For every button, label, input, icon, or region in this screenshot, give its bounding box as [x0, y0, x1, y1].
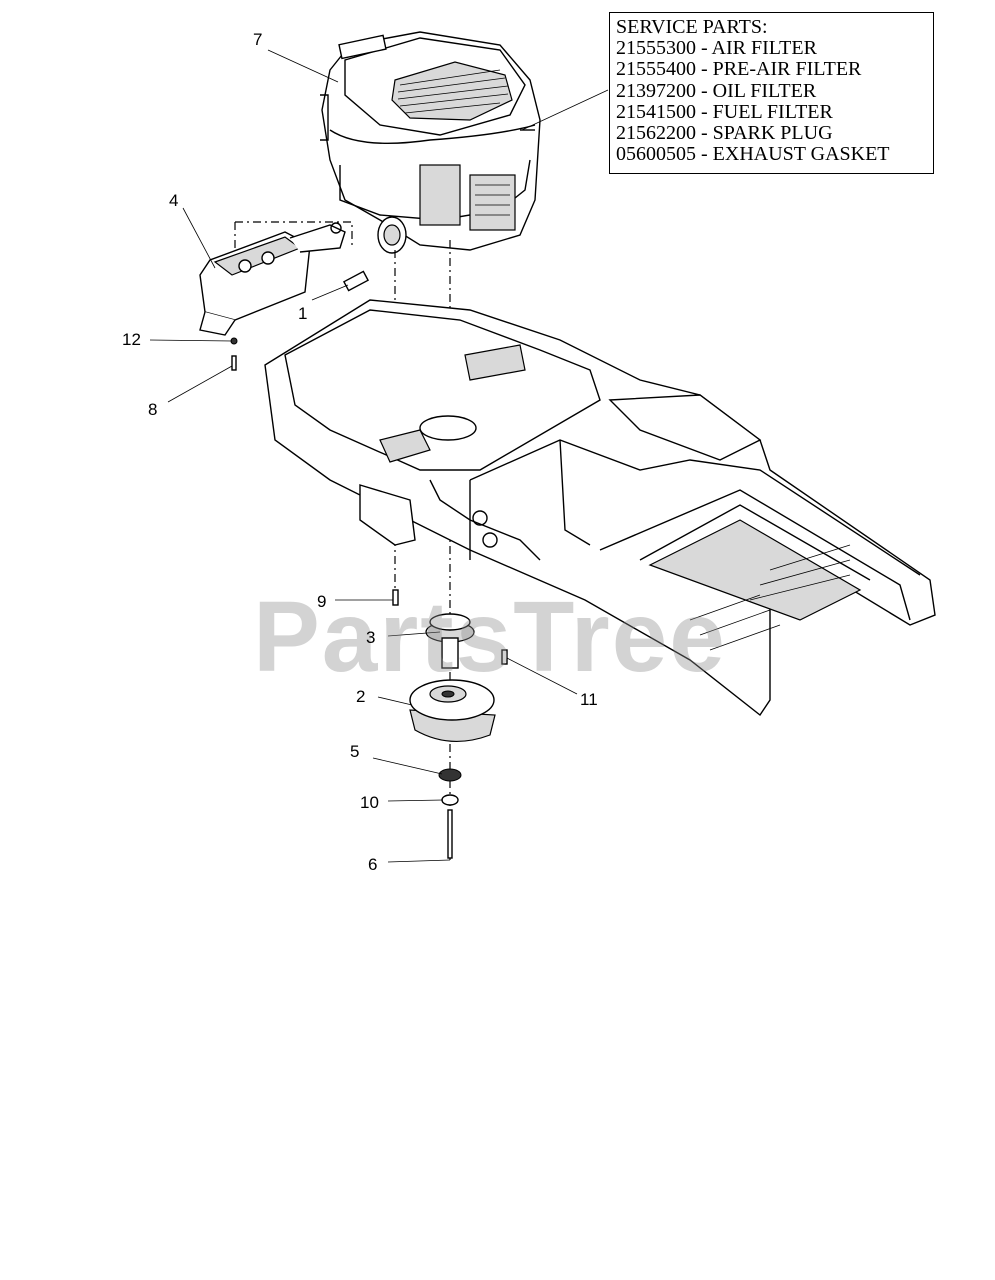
callout-4: 4: [169, 191, 179, 210]
service-parts-box: SERVICE PARTS: 21555300 - AIR FILTER 215…: [609, 12, 934, 174]
callout-6: 6: [368, 855, 378, 874]
callout-1: 1: [298, 304, 308, 323]
frame-illustration: [264, 299, 936, 717]
callout-2: 2: [356, 687, 366, 706]
callout-9: 9: [317, 592, 327, 611]
service-part-fuel-filter: 21541500 - FUEL FILTER: [616, 100, 833, 123]
engine-illustration: [320, 31, 541, 254]
watermark: PartsTree: [253, 581, 727, 693]
pulley-illustration: [425, 613, 475, 669]
clutch-illustration: [409, 679, 496, 743]
service-parts-heading: SERVICE PARTS:: [616, 16, 768, 38]
service-part-pre-air-filter: 21555400 - PRE-AIR FILTER: [616, 58, 862, 81]
leader-lines: [149, 49, 609, 863]
hardware-illustration: [230, 337, 508, 859]
callout-12: 12: [122, 330, 141, 349]
service-part-oil-filter: 21397200 - OIL FILTER: [616, 79, 817, 102]
service-part-spark-plug: 21562200 - SPARK PLUG: [616, 122, 833, 145]
callout-5: 5: [350, 742, 360, 761]
service-part-air-filter: 21555300 - AIR FILTER: [616, 37, 817, 60]
callout-11: 11: [580, 690, 598, 709]
callout-8: 8: [148, 400, 158, 419]
muffler-illustration: [199, 222, 346, 336]
callout-3: 3: [366, 628, 376, 647]
callout-10: 10: [360, 793, 379, 812]
callout-7: 7: [253, 30, 263, 49]
service-part-exhaust-gasket: 05600505 - EXHAUST GASKET: [616, 143, 890, 166]
part-1-illustration: [342, 270, 370, 292]
